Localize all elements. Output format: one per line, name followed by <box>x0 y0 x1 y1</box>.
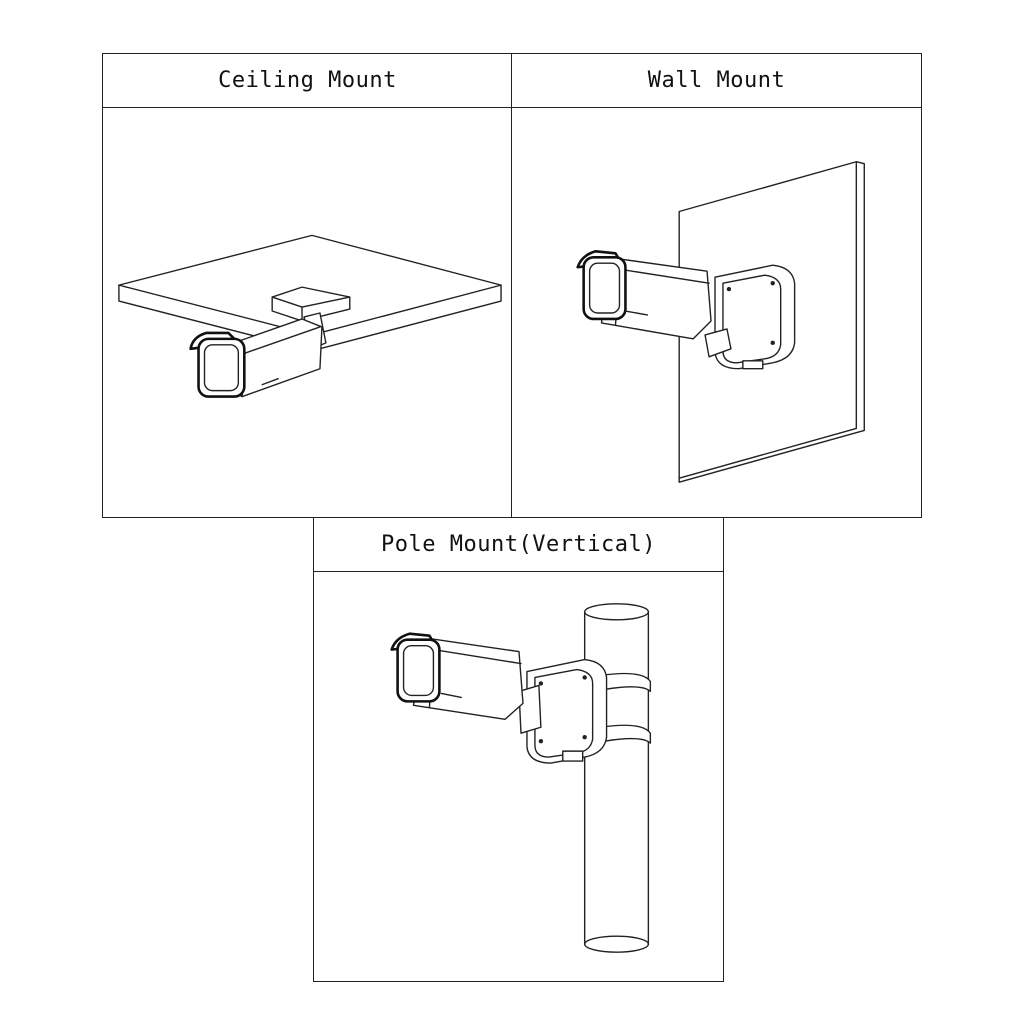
bullet-camera-icon <box>576 250 712 340</box>
wall-slab-face <box>678 161 858 479</box>
ceiling-illustration <box>103 108 512 517</box>
wall-slab-edge <box>678 161 865 483</box>
pole-bracket-arm <box>518 684 542 734</box>
wall-mount-panel: Wall Mount <box>511 53 922 518</box>
pole-illustration <box>314 572 723 981</box>
wall-junction-box <box>714 264 796 370</box>
wall-illustration <box>512 108 921 517</box>
pole-mount-title: Pole Mount(Vertical) <box>314 518 723 572</box>
pole-strap-upper <box>599 672 652 693</box>
bullet-camera-icon <box>390 632 524 720</box>
ceiling-mount-drawing <box>118 234 502 398</box>
ceiling-mount-base <box>271 286 351 322</box>
bullet-camera-icon <box>189 318 323 398</box>
ceiling-mount-title: Ceiling Mount <box>103 54 512 108</box>
wall-bracket-arm <box>704 328 732 358</box>
ceiling-mount-panel: Ceiling Mount <box>102 53 513 518</box>
pole-mount-panel: Pole Mount(Vertical) <box>313 517 724 982</box>
pole-mount-drawing <box>390 603 652 953</box>
wall-mount-title: Wall Mount <box>512 54 921 108</box>
wall-mount-drawing <box>576 161 865 483</box>
pole-strap-lower <box>599 724 652 744</box>
pole-shape <box>583 603 650 953</box>
pole-junction-box <box>526 658 608 764</box>
